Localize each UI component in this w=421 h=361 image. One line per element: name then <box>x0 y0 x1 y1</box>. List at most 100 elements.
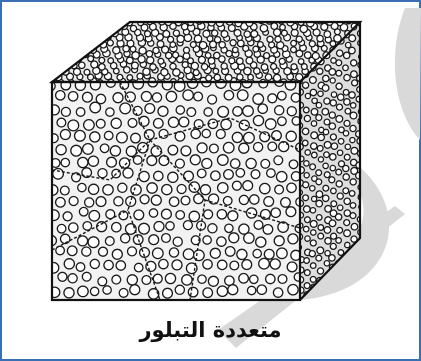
atom-ring <box>298 301 304 307</box>
atom-ring <box>298 59 304 65</box>
atom-ring <box>275 106 284 115</box>
atom-ring <box>157 41 164 48</box>
atom-ring <box>302 140 308 146</box>
atom-ring <box>61 107 70 116</box>
atom-ring <box>182 62 188 68</box>
atom-ring <box>221 63 227 69</box>
atom-ring <box>173 52 179 58</box>
atom-ring <box>261 64 268 71</box>
atom-ring <box>140 195 149 204</box>
atom-ring <box>343 188 349 194</box>
atom-ring <box>311 230 316 235</box>
atom-ring <box>260 25 267 32</box>
atom-ring <box>329 220 336 227</box>
atom-ring <box>153 47 159 53</box>
atom-ring <box>78 286 89 297</box>
atom-ring <box>223 142 234 153</box>
atom-ring <box>310 89 316 95</box>
atom-ring <box>117 74 123 80</box>
atom-ring <box>336 70 342 76</box>
atom-ring <box>123 168 133 178</box>
atom-ring <box>244 31 250 37</box>
atom-ring <box>349 35 356 42</box>
atom-ring <box>351 223 358 230</box>
atom-ring <box>316 255 322 261</box>
atom-ring <box>258 104 267 113</box>
atom-ring <box>279 58 285 64</box>
atom-ring <box>265 74 271 80</box>
atom-ring <box>350 138 355 143</box>
atom-ring <box>137 73 143 79</box>
atom-ring <box>69 223 78 232</box>
atom-ring <box>149 235 159 245</box>
atom-ring <box>110 146 120 156</box>
atom-ring <box>126 146 136 156</box>
atom-ring <box>231 159 240 168</box>
atom-ring <box>165 273 175 283</box>
atom-ring <box>202 129 210 137</box>
atom-ring <box>131 133 141 143</box>
atom-ring <box>261 159 270 168</box>
atom-ring <box>221 31 228 38</box>
atom-ring <box>291 93 300 102</box>
atom-ring <box>60 186 69 195</box>
atom-ring <box>68 120 79 131</box>
atom-ring <box>304 107 310 113</box>
atom-ring <box>352 80 358 86</box>
atom-ring <box>239 274 249 284</box>
atom-ring <box>104 131 113 140</box>
atom-ring <box>90 259 99 268</box>
atom-ring <box>139 116 149 126</box>
atom-ring <box>312 152 318 158</box>
atom-ring <box>302 128 308 134</box>
atom-ring <box>161 69 168 76</box>
atom-ring <box>303 226 309 232</box>
atom-ring <box>89 184 99 194</box>
atom-ring <box>344 198 350 204</box>
atom-ring <box>96 197 106 207</box>
atom-ring <box>84 120 95 131</box>
atom-ring <box>193 70 199 76</box>
atom-ring <box>253 249 261 257</box>
atom-ring <box>310 164 316 170</box>
atom-ring <box>358 118 365 125</box>
cube-face-front <box>46 77 305 300</box>
atom-ring <box>288 234 298 244</box>
atom-ring <box>184 171 194 181</box>
atom-ring <box>79 207 88 216</box>
atom-ring <box>259 258 270 269</box>
atom-ring <box>130 285 140 295</box>
atom-ring <box>247 208 257 218</box>
atom-ring <box>330 165 335 170</box>
atom-ring <box>337 150 342 155</box>
atom-ring <box>303 82 309 88</box>
figure-caption: متعددة التبلور <box>0 318 421 342</box>
atom-ring <box>166 91 176 101</box>
atom-ring <box>311 132 318 139</box>
atom-ring <box>132 52 139 59</box>
atom-ring <box>76 108 85 117</box>
atom-ring <box>305 236 310 241</box>
atom-ring <box>291 29 298 36</box>
atom-ring <box>350 203 356 209</box>
atom-ring <box>338 94 344 100</box>
atom-ring <box>250 275 258 283</box>
atom-ring <box>209 194 219 204</box>
atom-ring <box>250 195 259 204</box>
atom-ring <box>312 196 317 201</box>
atom-ring <box>242 260 252 270</box>
atom-ring <box>206 75 212 81</box>
atom-ring <box>48 263 59 274</box>
atom-ring <box>57 224 66 233</box>
atom-ring <box>310 77 317 84</box>
atom-ring <box>338 139 344 145</box>
atom-ring <box>312 53 319 60</box>
atom-ring <box>162 209 172 219</box>
atom-ring <box>153 248 164 259</box>
atom-ring <box>336 238 342 244</box>
atom-ring <box>130 25 136 31</box>
atom-ring <box>99 247 108 256</box>
atom-ring <box>311 121 316 126</box>
atom-ring <box>49 134 58 143</box>
atom-ring <box>210 144 219 153</box>
